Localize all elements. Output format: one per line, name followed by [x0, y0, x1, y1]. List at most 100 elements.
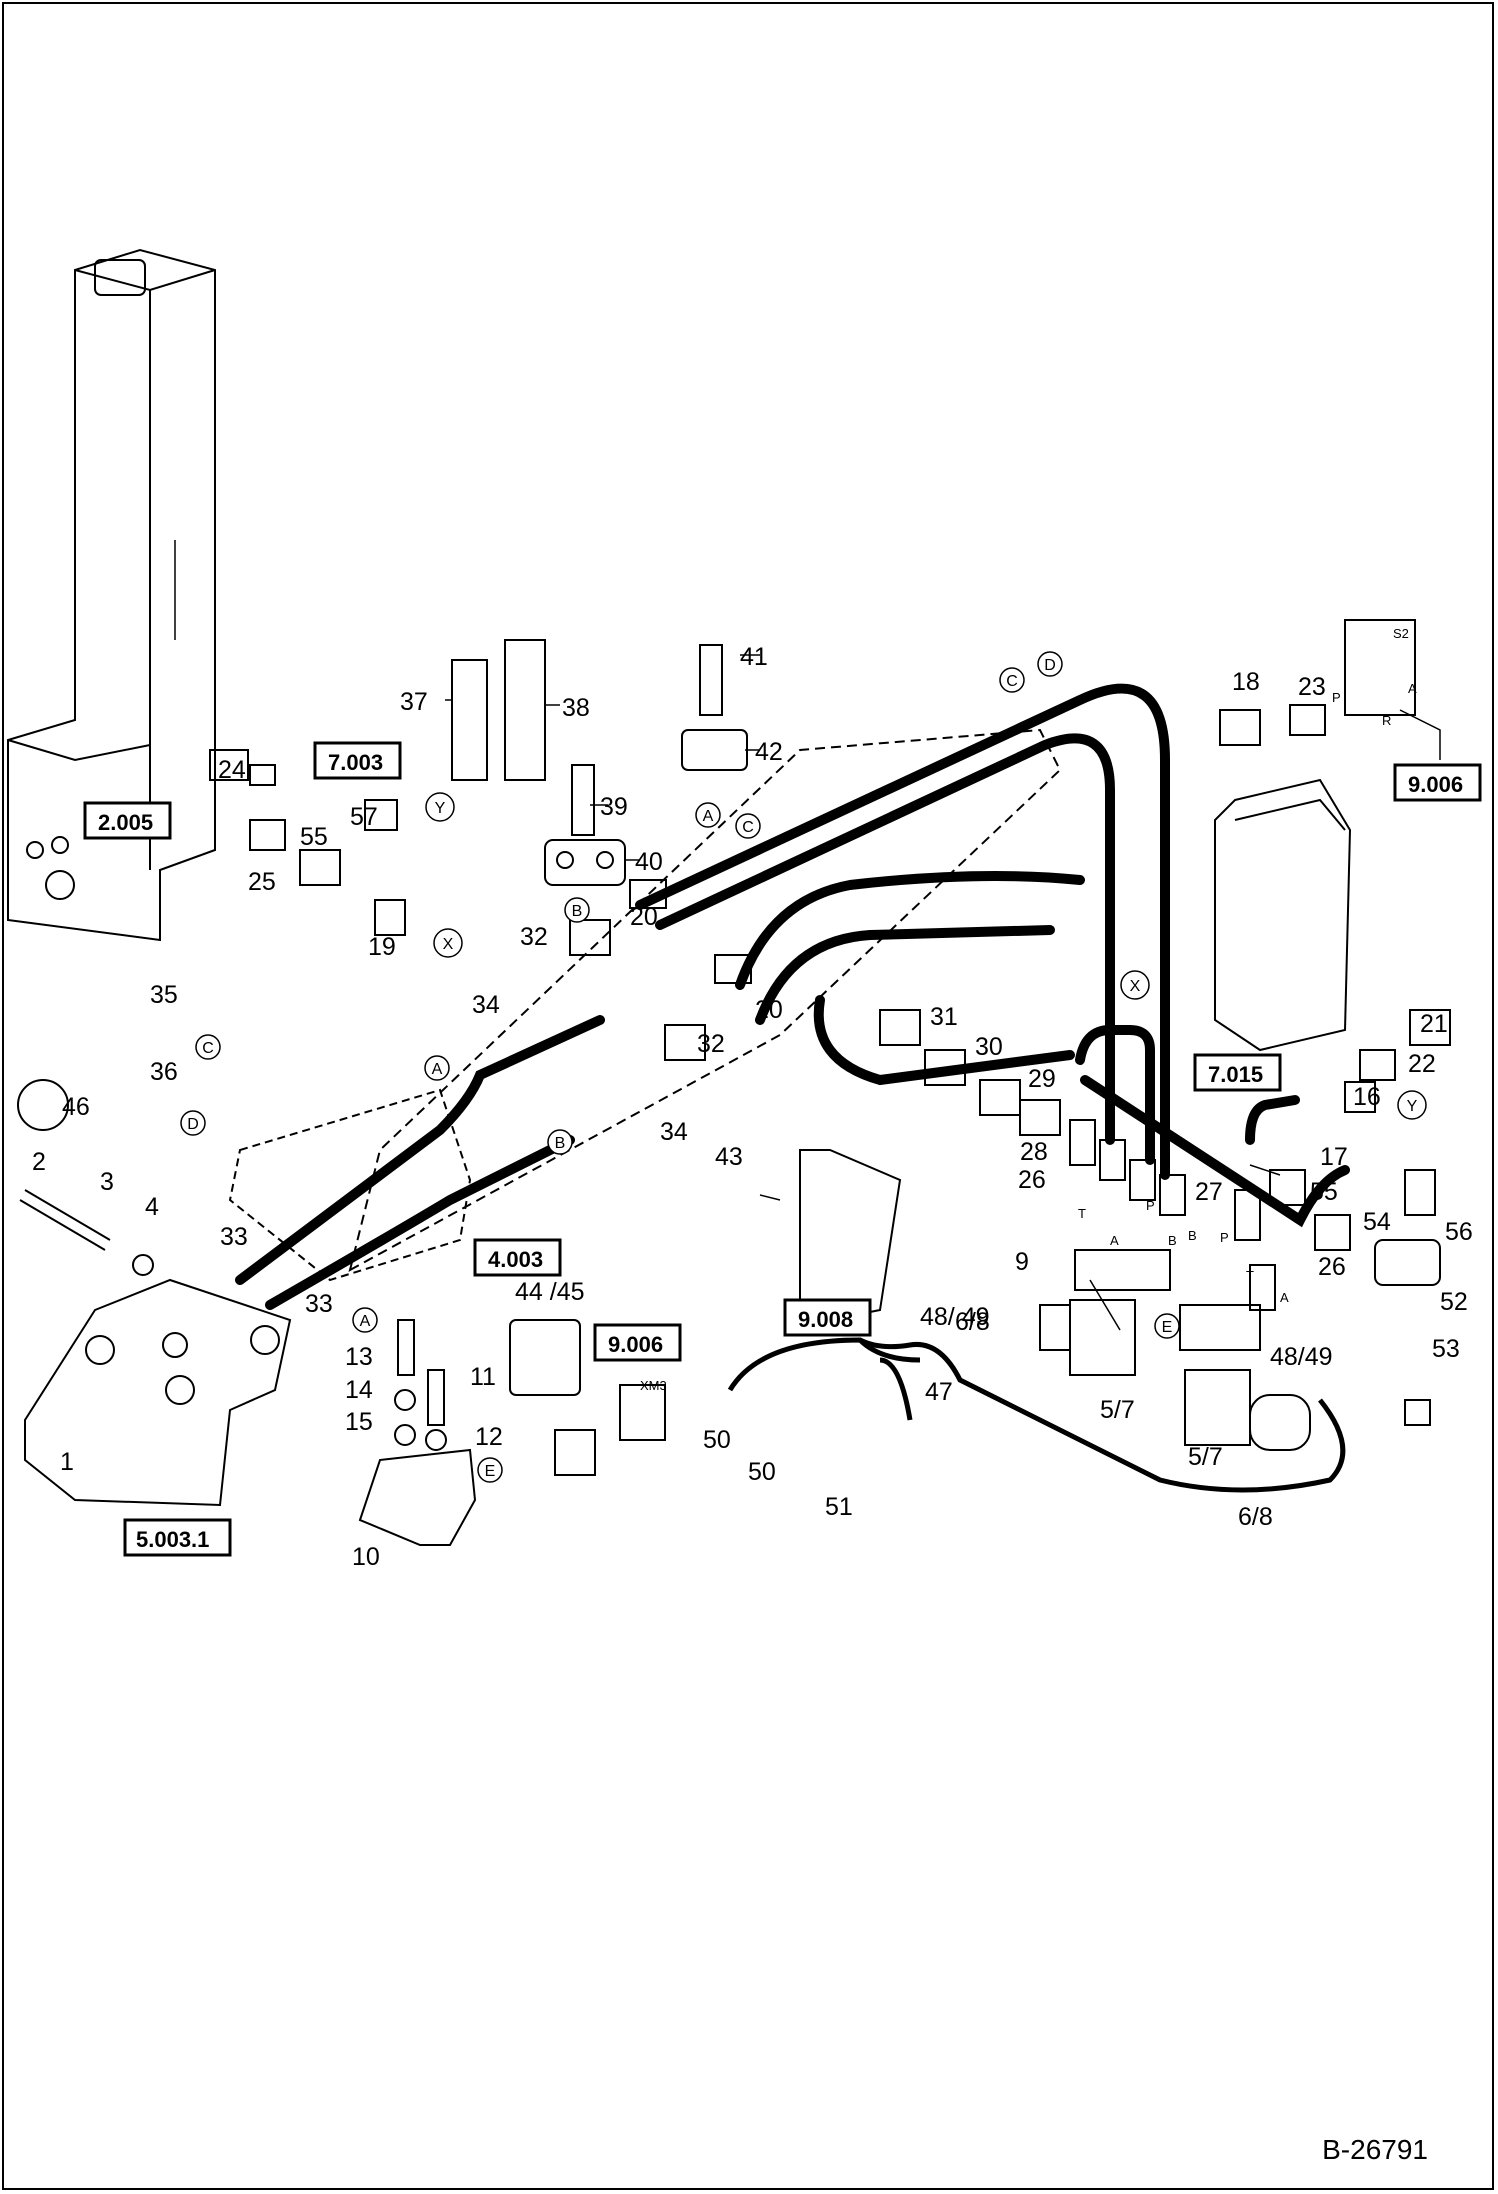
- circle-label-c-1: C: [999, 667, 1025, 693]
- part-number: 31: [930, 1003, 958, 1031]
- part-number: 53: [1432, 1335, 1460, 1363]
- port-letter: A: [1110, 1233, 1119, 1248]
- part-number: 6/8: [955, 1308, 990, 1336]
- svg-text:E: E: [485, 1463, 496, 1480]
- boom-outline: [348, 728, 1062, 1272]
- circle-label-e-1: E: [477, 1457, 503, 1483]
- port-letter: A: [1280, 1290, 1289, 1305]
- part-number: 11: [470, 1363, 496, 1391]
- circle-label-e-2: E: [1154, 1313, 1180, 1339]
- svg-text:A: A: [703, 808, 714, 825]
- part-number: 48/49: [1270, 1343, 1333, 1371]
- part-number: 46: [62, 1093, 90, 1121]
- part-number: 33: [220, 1223, 248, 1251]
- svg-text:X: X: [443, 936, 454, 953]
- part-number: 18: [1232, 668, 1260, 696]
- part-number: 15: [345, 1408, 373, 1436]
- part-number: 52: [1440, 1288, 1468, 1316]
- part-number: 29: [1028, 1065, 1056, 1093]
- electrical-connector: [554, 1384, 666, 1476]
- part-number: 43: [715, 1143, 743, 1171]
- svg-text:Y: Y: [1407, 1098, 1418, 1115]
- part-number: 28: [1020, 1138, 1048, 1166]
- part-number: 20: [755, 996, 783, 1024]
- part-number: 5/7: [1100, 1396, 1135, 1424]
- part-number: 17: [1320, 1143, 1348, 1171]
- manifold-block: [1074, 1249, 1261, 1351]
- port-letter: T: [1246, 1268, 1254, 1283]
- part-number: 44 /45: [515, 1278, 585, 1306]
- part-number: 2: [32, 1148, 46, 1176]
- connector-label: XM3: [640, 1378, 667, 1393]
- part-number: 56: [1445, 1218, 1473, 1246]
- svg-text:7.003: 7.003: [328, 750, 383, 775]
- mounting-bracket: [358, 1448, 477, 1546]
- part-number: 54: [1363, 1208, 1391, 1236]
- port-letter: A: [1408, 681, 1417, 696]
- part-number: 50: [703, 1426, 731, 1454]
- part-number: 24: [218, 756, 246, 784]
- part-number: 19: [368, 933, 396, 961]
- part-number: 32: [697, 1030, 725, 1058]
- circle-label-a-3: A: [352, 1307, 378, 1333]
- svg-text:7.015: 7.015: [1208, 1062, 1263, 1087]
- svg-text:C: C: [1006, 673, 1018, 690]
- part-number: 22: [1408, 1050, 1436, 1078]
- port-letter: R: [1382, 713, 1391, 728]
- circle-label-d-1: D: [1037, 651, 1063, 677]
- part-number: 16: [1353, 1083, 1381, 1111]
- circle-label-x-1: X: [433, 928, 463, 958]
- ref-box-9008: 9.008: [783, 1298, 872, 1337]
- svg-text:D: D: [187, 1116, 199, 1133]
- part-number: 32: [520, 923, 548, 951]
- circle-labels: A A A B B C C C D D E E X X Y Y: [180, 651, 1427, 1483]
- part-number: 40: [635, 848, 663, 876]
- circle-label-c-2: C: [735, 813, 761, 839]
- svg-text:5.003.1: 5.003.1: [136, 1527, 209, 1552]
- part-number: 5/7: [1188, 1443, 1223, 1471]
- part-number: 4: [145, 1193, 159, 1221]
- circle-label-d-2: D: [180, 1110, 206, 1136]
- svg-text:9.006: 9.006: [608, 1332, 663, 1357]
- part-number: 37: [400, 688, 428, 716]
- part-number: 47: [925, 1378, 953, 1406]
- ref-box-9006-b: 9.006: [1393, 763, 1482, 802]
- part-number: 6/8: [1238, 1503, 1273, 1531]
- part-number: 1: [60, 1448, 74, 1476]
- part-numbers: 1 2 3 4 5/7 5/7 6/8 6/8 9 10 11 12 13 14…: [32, 643, 1473, 1571]
- reference-boxes: 7.003 2.005 4.003 5.003.1 9.006 9.006 9.…: [83, 741, 1482, 1557]
- svg-text:C: C: [742, 819, 754, 836]
- part-number: 20: [630, 903, 658, 931]
- circle-label-y-1: Y: [425, 792, 455, 822]
- part-number: 9: [1015, 1248, 1029, 1276]
- svg-text:Y: Y: [435, 800, 446, 817]
- ref-box-4003: 4.003: [473, 1238, 562, 1277]
- circle-label-y-2: Y: [1397, 1090, 1427, 1120]
- part-number: 34: [660, 1118, 688, 1146]
- svg-text:D: D: [1044, 657, 1056, 674]
- part-number: 25: [248, 868, 276, 896]
- part-number: 30: [975, 1033, 1003, 1061]
- arm-bracket: [228, 1088, 472, 1282]
- hydraulic-tank: [7, 248, 216, 942]
- circle-label-b-1: B: [564, 897, 590, 923]
- circle-label-c-3: C: [195, 1034, 221, 1060]
- document-id: B-26791: [1322, 2134, 1428, 2165]
- pilot-valve: [799, 1149, 902, 1322]
- svg-text:E: E: [1162, 1319, 1173, 1336]
- part-number: 39: [600, 793, 628, 821]
- circle-label-a-2: A: [424, 1055, 450, 1081]
- hose-ring: [17, 1079, 69, 1131]
- port-letter: S2: [1393, 626, 1409, 641]
- part-number: 12: [475, 1423, 503, 1451]
- svg-text:X: X: [1130, 978, 1141, 995]
- solenoid-valve: [1039, 1299, 1311, 1451]
- circle-label-x-2: X: [1120, 970, 1150, 1000]
- svg-text:A: A: [360, 1313, 371, 1330]
- part-number: 10: [352, 1543, 380, 1571]
- port-letter: T: [1078, 1206, 1086, 1221]
- part-number: 35: [150, 981, 178, 1009]
- part-number: 41: [740, 643, 768, 671]
- svg-text:B: B: [572, 903, 583, 920]
